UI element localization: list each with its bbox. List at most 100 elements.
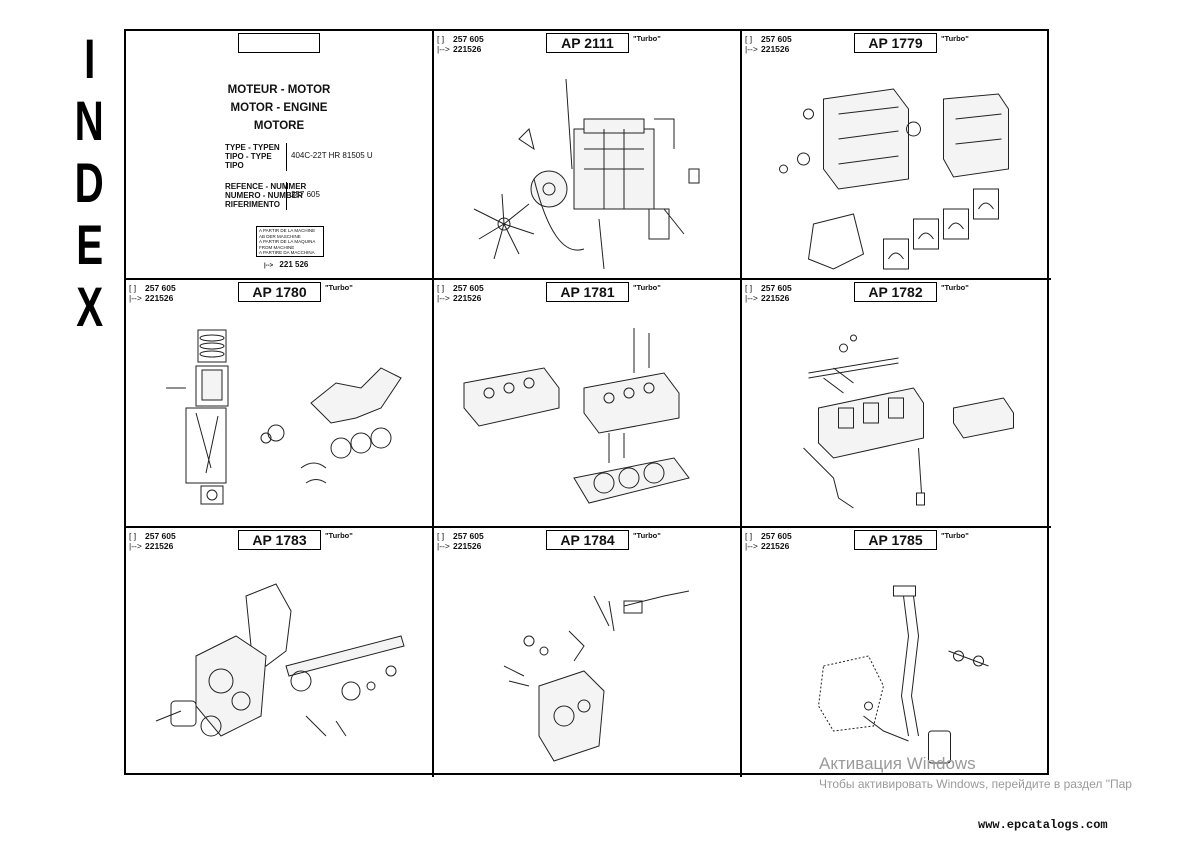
sheet-serial: 221526 <box>453 44 482 54</box>
index-letter: X <box>76 275 103 338</box>
engine-assembly-drawing <box>434 59 740 277</box>
sheet-ap-1782[interactable]: [ ]257 605 |-->221526 AP 1782 "Turbo" <box>742 280 1051 528</box>
sheet-serial: 221526 <box>761 44 790 54</box>
sheet-ref: 257 605 <box>453 34 484 44</box>
index-letter: N <box>74 89 105 152</box>
sheet-code: AP 1781 <box>546 282 629 302</box>
cover-serial: |--> 221 526 <box>264 260 308 269</box>
sheet-header: [ ] 257 605 |-->221526 <box>437 531 484 551</box>
type-label: TYPE - TYPEN <box>225 143 280 152</box>
bracket-icon: [ ] <box>437 531 445 541</box>
ref-value: 257 605 <box>291 190 320 199</box>
sheet-ap-1783[interactable]: [ ]257 605 |-->221526 AP 1783 "Turbo" <box>126 528 434 777</box>
sheet-ap-1785[interactable]: [ ]257 605 |-->221526 AP 1785 "Turbo" <box>742 528 1051 777</box>
serial-arrow-icon: |--> <box>264 263 274 269</box>
sheet-tag: "Turbo" <box>633 283 661 292</box>
watermark-subtitle: Чтобы активировать Windows, перейдите в … <box>819 777 1132 791</box>
footer-url[interactable]: www.epcatalogs.com <box>978 818 1108 832</box>
sheet-ap-2111[interactable]: [ ] 257 605 |-->221526 AP 2111 "Turbo" <box>434 31 742 280</box>
sheet-tag: "Turbo" <box>941 283 969 292</box>
bracket-icon: [ ] <box>745 531 753 541</box>
sheet-ref: 257 605 <box>453 531 484 541</box>
cover-title: MOTEUR - MOTOR MOTOR - ENGINE MOTORE <box>126 81 432 135</box>
note-line: A PARTIR DE LA MACHINE <box>259 228 316 233</box>
sheet-serial: 221526 <box>453 293 482 303</box>
sheet-header: [ ] 257 605 |-->221526 <box>129 283 176 303</box>
sheet-serial: 221526 <box>453 541 482 551</box>
arrow-icon: |--> <box>437 44 450 54</box>
sheet-header: [ ] 257 605 |-->221526 <box>745 283 792 303</box>
sheet-header: [ ] 257 605 |-->221526 <box>437 34 484 54</box>
ref-label: REFENCE - NUMMER <box>225 182 307 191</box>
cover-title-line: MOTORE <box>253 120 305 132</box>
sheet-code: AP 1780 <box>238 282 321 302</box>
windows-activation-watermark: Активация Windows Чтобы активировать Win… <box>819 754 1132 791</box>
type-label: TIPO - TYPE <box>225 152 272 161</box>
arrow-icon: |--> <box>745 44 758 54</box>
sheet-serial: 221526 <box>761 541 790 551</box>
bracket-icon: [ ] <box>745 283 753 293</box>
sheet-serial: 221526 <box>761 293 790 303</box>
sheet-code: AP 1784 <box>546 530 629 550</box>
cover-cell: MOTEUR - MOTOR MOTOR - ENGINE MOTORE TYP… <box>126 31 434 280</box>
sheet-ap-1781[interactable]: [ ] 257 605 |-->221526 AP 1781 "Turbo" <box>434 280 742 528</box>
bracket-icon: [ ] <box>437 283 445 293</box>
sheet-ref: 257 605 <box>761 283 792 293</box>
sheet-tag: "Turbo" <box>325 531 353 540</box>
sheet-header: [ ] 257 605 |-->221526 <box>745 34 792 54</box>
sheet-ref: 257 605 <box>453 283 484 293</box>
index-letter: E <box>76 213 103 276</box>
sheet-code: AP 1779 <box>854 33 937 53</box>
sheet-header: [ ]257 605 |-->221526 <box>129 531 176 551</box>
sheet-code: AP 2111 <box>546 33 629 53</box>
ref-labels: REFENCE - NUMMER NUMERO - NUMBER RIFERIM… <box>225 182 306 209</box>
bracket-icon: [ ] <box>129 283 137 293</box>
sheet-code: AP 1783 <box>238 530 321 550</box>
index-vertical-title: I N D E X <box>62 28 117 338</box>
bracket-icon: [ ] <box>437 34 445 44</box>
note-line: A PARTIR DE LA MAQUINA <box>259 239 316 244</box>
sheet-ap-1780[interactable]: [ ]257 605 |-->221526 AP 1780 "Turbo" <box>126 280 434 528</box>
arrow-icon: |--> <box>745 293 758 303</box>
cover-title-line: MOTEUR - MOTOR <box>227 84 331 96</box>
arrow-icon: |--> <box>129 541 142 551</box>
cover-serial-value: 221 526 <box>279 260 309 269</box>
sheet-ref: 257 605 <box>761 531 792 541</box>
sheet-ref: 257 605 <box>145 283 176 293</box>
crankshaft-piston-drawing <box>126 308 432 526</box>
sheet-ap-1779[interactable]: [ ] 257 605 |-->221526 AP 1779 "Turbo" <box>742 31 1051 280</box>
sheet-ap-1784[interactable]: [ ] 257 605 |-->221526 AP 1784 "Turbo" <box>434 528 742 777</box>
note-line: A PARTIRE DA MACCHINA <box>259 250 315 255</box>
arrow-icon: |--> <box>129 293 142 303</box>
index-letter: D <box>74 151 105 214</box>
sheet-code: AP 1785 <box>854 530 937 550</box>
sheet-header: [ ] 257 605 |-->221526 <box>437 283 484 303</box>
separator <box>286 143 287 171</box>
bracket-icon: [ ] <box>129 531 137 541</box>
arrow-icon: |--> <box>437 293 450 303</box>
sheet-serial: 221526 <box>145 541 174 551</box>
from-machine-note: A PARTIR DE LA MACHINE AB DER MASCHINE A… <box>256 226 324 257</box>
arrow-icon: |--> <box>437 541 450 551</box>
sheet-tag: "Turbo" <box>941 34 969 43</box>
cover-blank-box <box>238 33 320 53</box>
sheet-ref: 257 605 <box>761 34 792 44</box>
sheet-serial: 221526 <box>145 293 174 303</box>
index-grid: MOTEUR - MOTOR MOTOR - ENGINE MOTORE TYP… <box>124 29 1051 777</box>
type-value: 404C-22T HR 81505 U <box>291 151 373 160</box>
sheet-tag: "Turbo" <box>941 531 969 540</box>
bracket-icon: [ ] <box>745 34 753 44</box>
timing-case-camshaft-drawing <box>126 556 432 774</box>
watermark-title: Активация Windows <box>819 754 976 773</box>
cylinder-head-drawing <box>434 308 740 526</box>
separator <box>286 182 287 210</box>
ref-label: NUMERO - NUMBER <box>225 191 303 200</box>
sheet-tag: "Turbo" <box>633 34 661 43</box>
type-label: TIPO <box>225 161 244 170</box>
type-labels: TYPE - TYPEN TIPO - TYPE TIPO <box>225 143 280 170</box>
sheet-header: [ ]257 605 |-->221526 <box>745 531 792 551</box>
lubrication-drawing <box>742 556 1051 774</box>
cylinder-block-drawing <box>742 59 1051 277</box>
sheet-tag: "Turbo" <box>633 531 661 540</box>
cover-title-line: MOTOR - ENGINE <box>230 102 328 114</box>
